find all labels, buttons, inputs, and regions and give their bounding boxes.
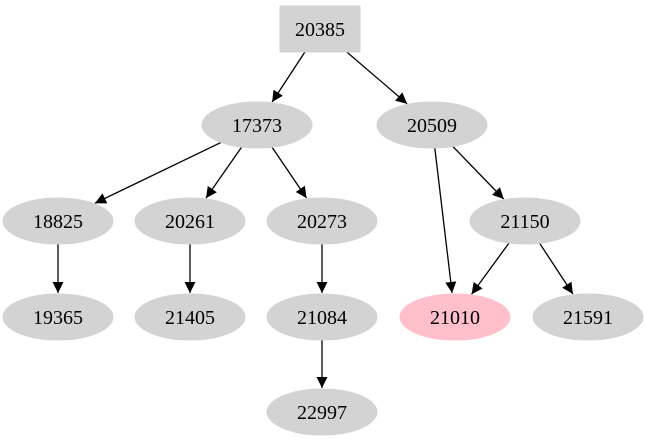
node-label: 21084 (297, 307, 347, 329)
graph-node-18825: 18825 (2, 197, 114, 245)
node-label: 22997 (297, 402, 347, 424)
edge-17373-to-18825 (94, 141, 222, 204)
edge-21150-to-21010 (471, 242, 510, 295)
node-ellipse-shape (266, 388, 378, 436)
node-ellipse-shape (266, 293, 378, 341)
graph-node-22997: 22997 (266, 388, 378, 436)
graph-node-20385: 20385 (279, 5, 361, 53)
node-label: 21150 (500, 211, 549, 233)
node-ellipse-shape (2, 293, 114, 341)
node-label: 21591 (563, 307, 613, 329)
graph-node-21150: 21150 (469, 197, 581, 245)
node-label: 21010 (430, 307, 480, 329)
node-box-shape (279, 5, 361, 53)
edge-20385-to-17373 (271, 51, 306, 103)
graph-node-20509: 20509 (376, 101, 488, 149)
graph-node-20273: 20273 (266, 197, 378, 245)
node-label: 20261 (165, 211, 215, 233)
node-label: 20509 (407, 115, 457, 137)
edge-17373-to-20261 (205, 146, 243, 199)
node-label: 20385 (295, 19, 345, 41)
edge-21150-to-21591 (539, 242, 574, 295)
node-label: 20273 (297, 211, 347, 233)
node-ellipse-shape (201, 101, 313, 149)
node-label: 21405 (165, 307, 215, 329)
node-ellipse-shape (2, 197, 114, 245)
node-ellipse-shape (376, 101, 488, 149)
node-ellipse-shape (134, 197, 246, 245)
graph-node-20261: 20261 (134, 197, 246, 245)
node-ellipse-shape (266, 197, 378, 245)
node-ellipse-shape (469, 197, 581, 245)
graph-node-21010: 21010 (399, 293, 511, 341)
graph-node-21405: 21405 (134, 293, 246, 341)
node-label: 19365 (33, 307, 83, 329)
edge-20509-to-21010 (434, 147, 457, 294)
node-ellipse-shape (399, 293, 511, 341)
node-ellipse-shape (134, 293, 246, 341)
node-label: 17373 (232, 115, 282, 137)
edge-17373-to-20273 (271, 146, 308, 199)
graph-node-21084: 21084 (266, 293, 378, 341)
graph-node-17373: 17373 (201, 101, 313, 149)
node-label: 18825 (33, 211, 83, 233)
graph-node-21591: 21591 (532, 293, 644, 341)
graph-node-19365: 19365 (2, 293, 114, 341)
node-ellipse-shape (532, 293, 644, 341)
edge-20385-to-20509 (346, 51, 408, 105)
edge-20509-to-21150 (452, 145, 505, 200)
